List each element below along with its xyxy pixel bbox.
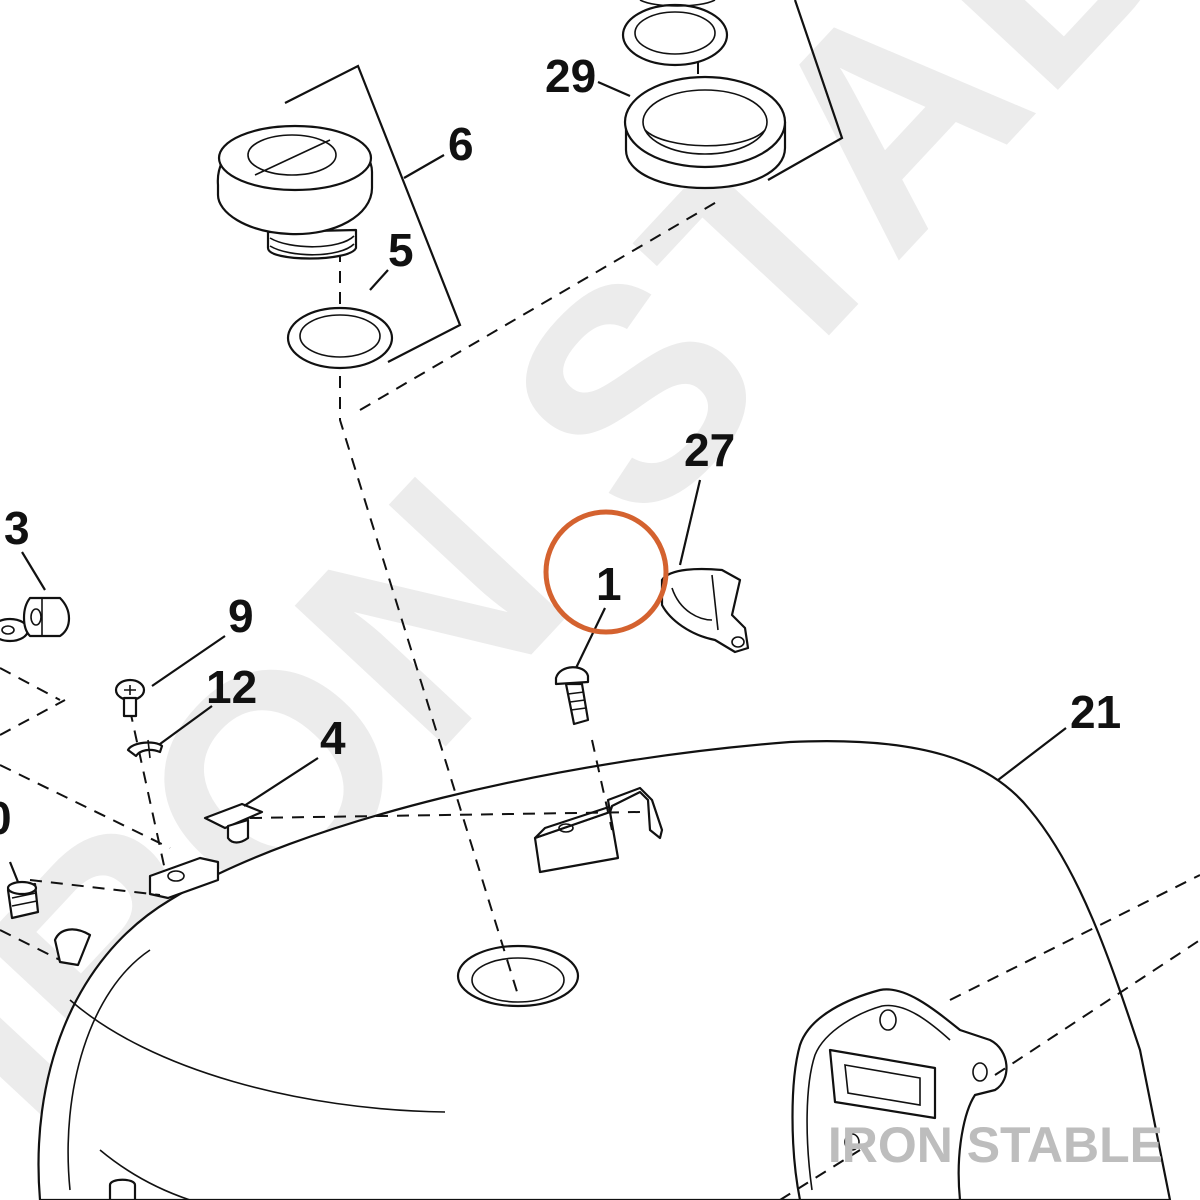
lock-plate [791, 988, 1008, 1200]
screw-9 [114, 678, 146, 718]
highlight-circle [543, 509, 669, 635]
callout-27: 27 [684, 424, 735, 476]
callout-labels: 29 6 5 27 3 1 9 12 4 21 0 [0, 50, 1121, 844]
callout-5: 5 [388, 224, 414, 276]
mounting-bracket [533, 786, 664, 874]
callout-12: 12 [206, 661, 257, 713]
screw-1 [554, 666, 590, 726]
clip-12 [126, 739, 164, 759]
callout-1: 1 [596, 558, 622, 610]
cage-nut [203, 802, 264, 844]
callout-9: 9 [228, 590, 254, 642]
callout-10-partial: 0 [0, 792, 12, 844]
callout-4: 4 [320, 712, 346, 764]
gasket-ring [286, 306, 394, 370]
hinge-part [660, 567, 750, 654]
nut-10 [6, 880, 40, 920]
assembly-lines [0, 20, 1200, 1200]
filler-cap [216, 124, 374, 260]
seal-ring-upper [621, 0, 729, 67]
grouping-brackets [284, 0, 844, 363]
callout-6: 6 [448, 118, 474, 170]
acorn-nut [0, 596, 71, 643]
corner-watermark: IRON STABLE [828, 1117, 1163, 1173]
callout-21: 21 [1070, 686, 1121, 738]
leader-lines [8, 80, 1067, 883]
callout-3: 3 [4, 502, 30, 554]
callout-29: 29 [545, 50, 596, 102]
seal-ring-29 [623, 75, 787, 190]
